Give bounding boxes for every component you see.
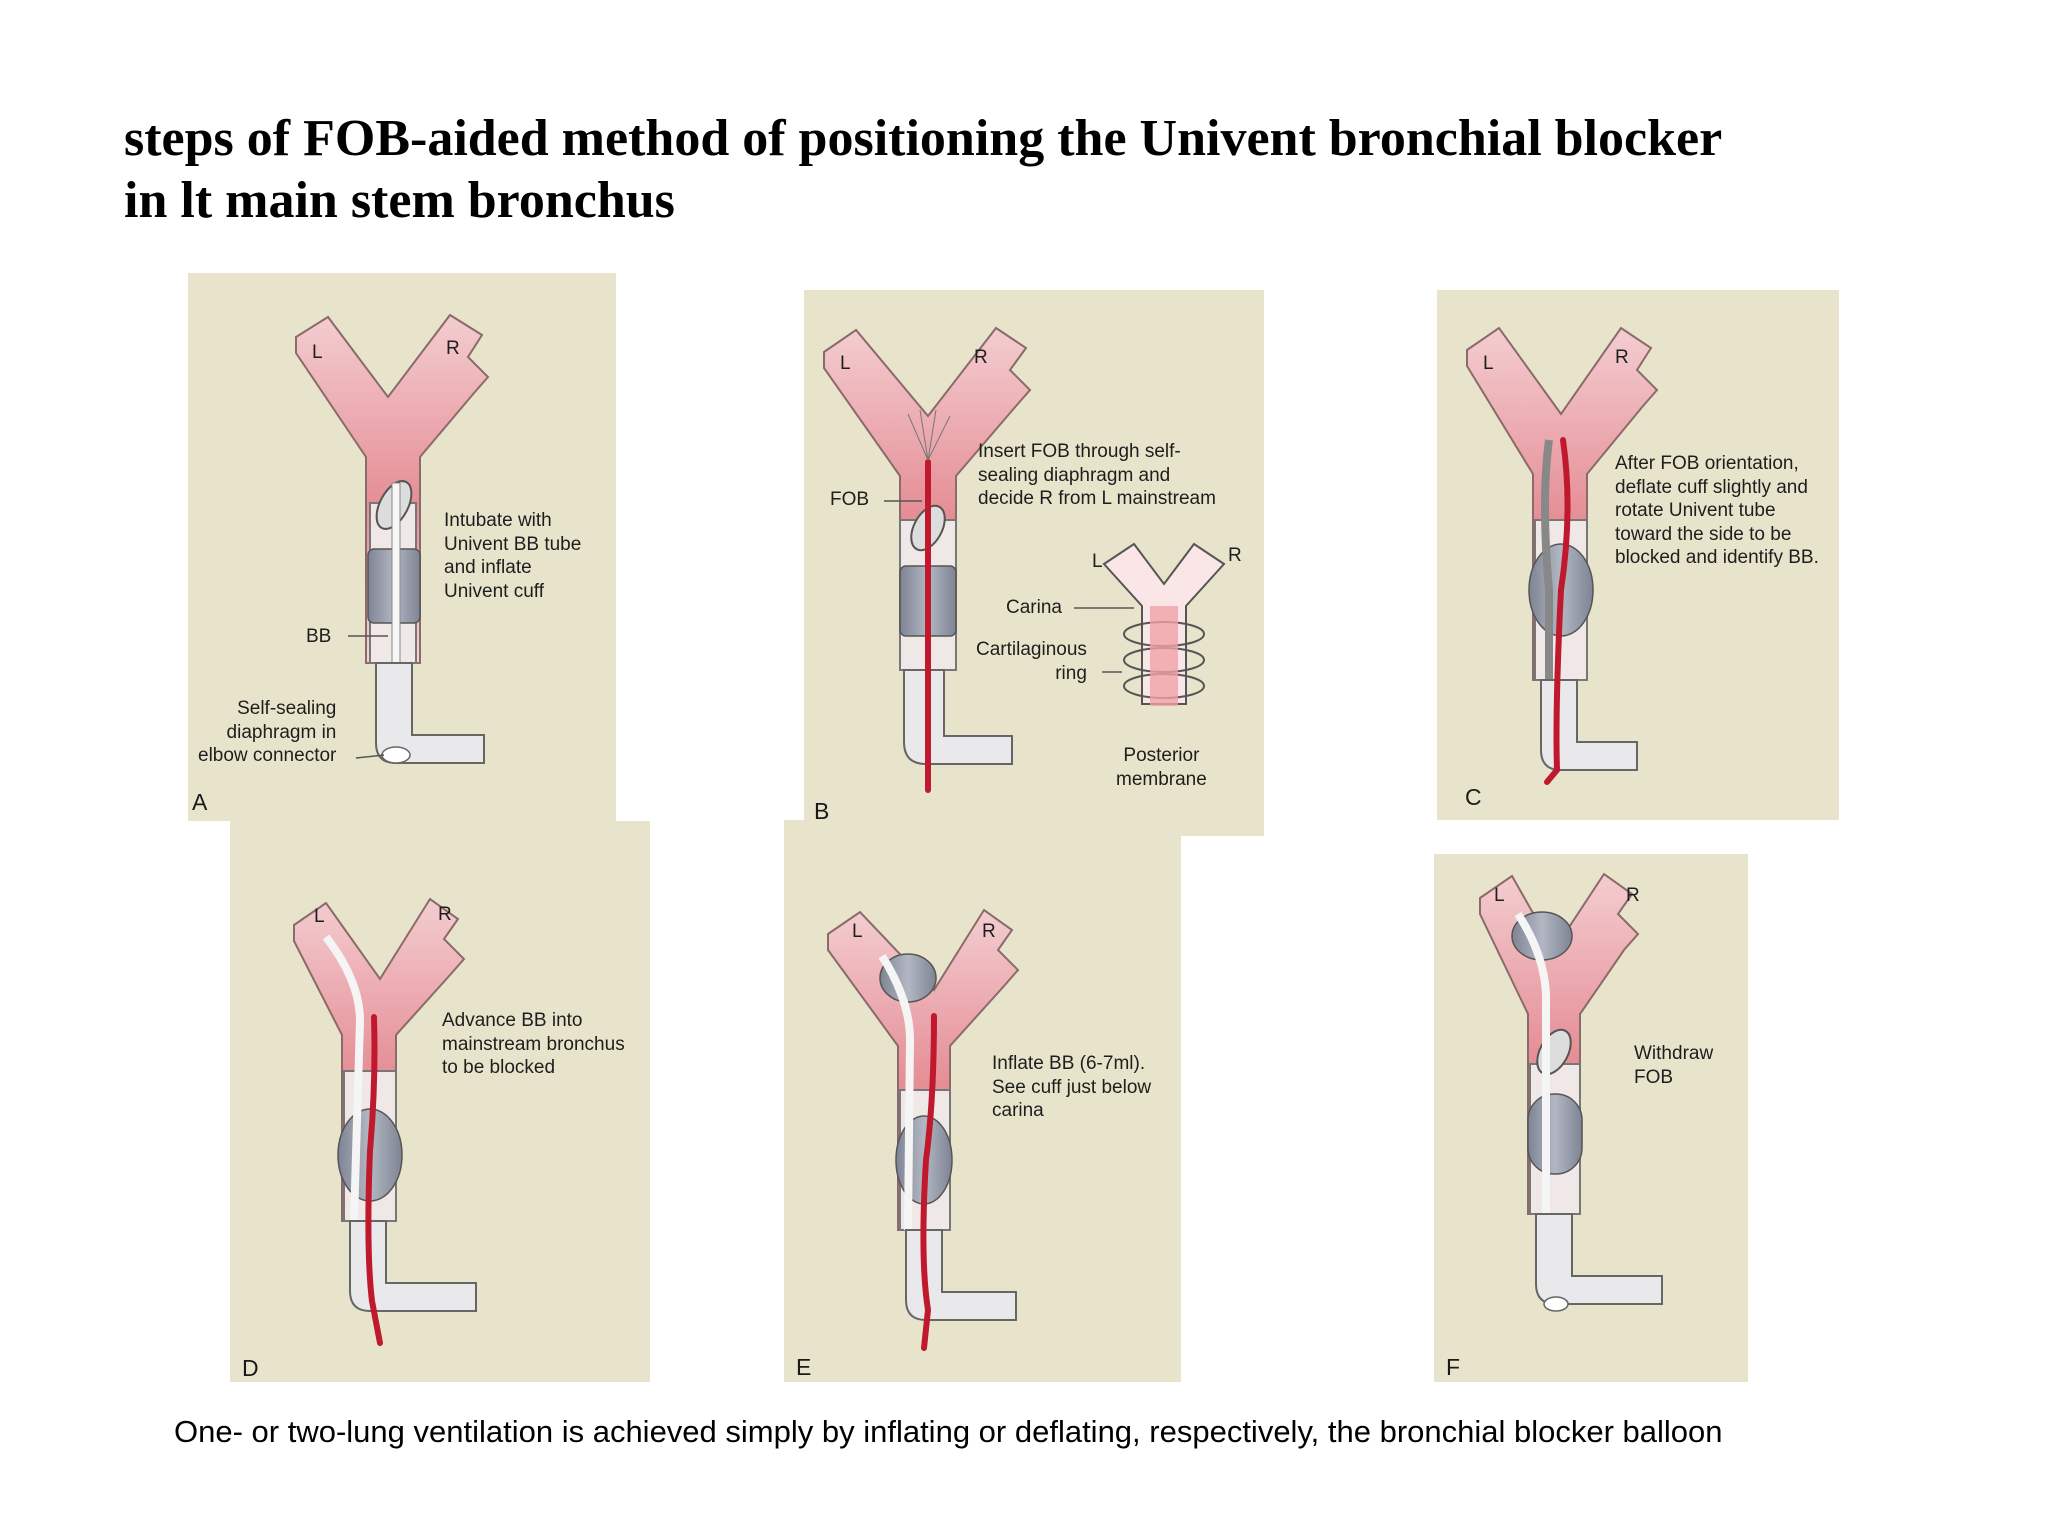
- panel-b: L R Insert FOB through self- sealing dia…: [804, 290, 1264, 836]
- title-line-2: in lt main stem bronchus: [124, 172, 675, 229]
- bronchus-left-label: L: [312, 342, 323, 363]
- cuff-icon: [1527, 1093, 1583, 1175]
- bronchus-right-label: R: [438, 904, 452, 925]
- elbow-connector: [1540, 679, 1638, 771]
- bb-channel: [1514, 911, 1550, 1214]
- panel-c-drawing: [1466, 326, 1659, 785]
- bb-channel: [1541, 439, 1553, 680]
- panel-f-drawing: [1479, 872, 1663, 1312]
- fob-label: FOB: [830, 489, 870, 510]
- bronchus-left-label: L: [314, 906, 325, 927]
- panel-b-drawing: [823, 326, 1226, 793]
- bronchus-right-label: R: [1615, 347, 1629, 368]
- panel-d-drawing: [293, 897, 477, 1346]
- posterior-membrane-label: Posterior membrane: [1116, 745, 1207, 790]
- panel-e-letter: E: [796, 1354, 812, 1380]
- panel-f: L R Withdraw FOB F: [1434, 854, 1748, 1382]
- fob-scope: [1544, 437, 1571, 785]
- elbow-connector: [905, 1229, 1017, 1321]
- panel-e-drawing: [827, 908, 1020, 1351]
- elbow-connector: [1535, 1213, 1663, 1305]
- panel-f-instruction: Withdraw FOB: [1634, 1043, 1714, 1088]
- panel-d: L R Advance BB into mainstream bronchus …: [230, 821, 650, 1382]
- diaphragm-label: Self-sealing diaphragm in elbow connecto…: [198, 698, 337, 766]
- panel-b-letter: B: [814, 798, 830, 824]
- panel-a-drawing: [295, 313, 490, 764]
- panel-a-instruction: Intubate with Univent BB tube and inflat…: [444, 510, 582, 602]
- title-line-1: steps of FOB-aided method of positioning…: [124, 110, 1723, 167]
- page-title: steps of FOB-aided method of positioning…: [124, 108, 2004, 232]
- bb-channel: [322, 934, 365, 1222]
- bronchus-right-label: R: [974, 347, 988, 368]
- panel-d-instruction: Advance BB into mainstream bronchus to b…: [442, 1010, 625, 1078]
- bb-channel: [391, 482, 401, 664]
- diaphragm-icon: [1543, 1296, 1569, 1312]
- panel-c-instruction: After FOB orientation, deflate cuff slig…: [1615, 453, 1819, 568]
- bronchus-right-label: R: [446, 338, 460, 359]
- panel-c-letter: C: [1465, 784, 1482, 810]
- light-rays-icon: [907, 409, 951, 461]
- panel-c: L R After FOB orientation, deflate cuff …: [1437, 290, 1839, 820]
- footer-caption: One- or two-lung ventilation is achieved…: [174, 1414, 1723, 1449]
- bb-channel: [878, 953, 915, 1231]
- bronchus-left-label: L: [1483, 353, 1494, 374]
- bronchus-right-label: R: [1626, 885, 1640, 906]
- trachea-shape: [827, 908, 1020, 1231]
- panel-e: L R Inflate BB (6-7ml). See cuff just be…: [784, 820, 1181, 1382]
- bronchus-left-label: L: [1494, 885, 1505, 906]
- bronchus-left-label: L: [840, 353, 851, 374]
- bronchus-left-label: L: [852, 921, 863, 942]
- panel-e-instruction: Inflate BB (6-7ml). See cuff just below …: [992, 1053, 1152, 1121]
- inset-left-label: L: [1092, 551, 1103, 572]
- carina-inset: [1102, 542, 1226, 706]
- elbow-connector: [349, 1220, 477, 1312]
- panel-f-letter: F: [1446, 1354, 1461, 1380]
- cartilaginous-ring-label: Cartilaginous ring: [976, 639, 1087, 684]
- bronchus-right-label: R: [982, 921, 996, 942]
- panel-a: L R Intubate with Univent BB tube and in…: [188, 273, 616, 821]
- inset-right-label: R: [1228, 545, 1242, 566]
- fob-scope: [365, 1014, 383, 1346]
- panel-a-letter: A: [192, 789, 208, 815]
- carina-label: Carina: [1006, 597, 1062, 618]
- fob-scope: [920, 1013, 937, 1351]
- bb-label: BB: [306, 626, 332, 647]
- trachea-shape: [293, 897, 466, 1222]
- panel-d-letter: D: [242, 1355, 259, 1381]
- trachea-shape: [1466, 326, 1659, 681]
- diaphragm-icon: [381, 746, 411, 764]
- panel-b-instruction: Insert FOB through self- sealing diaphra…: [978, 441, 1216, 509]
